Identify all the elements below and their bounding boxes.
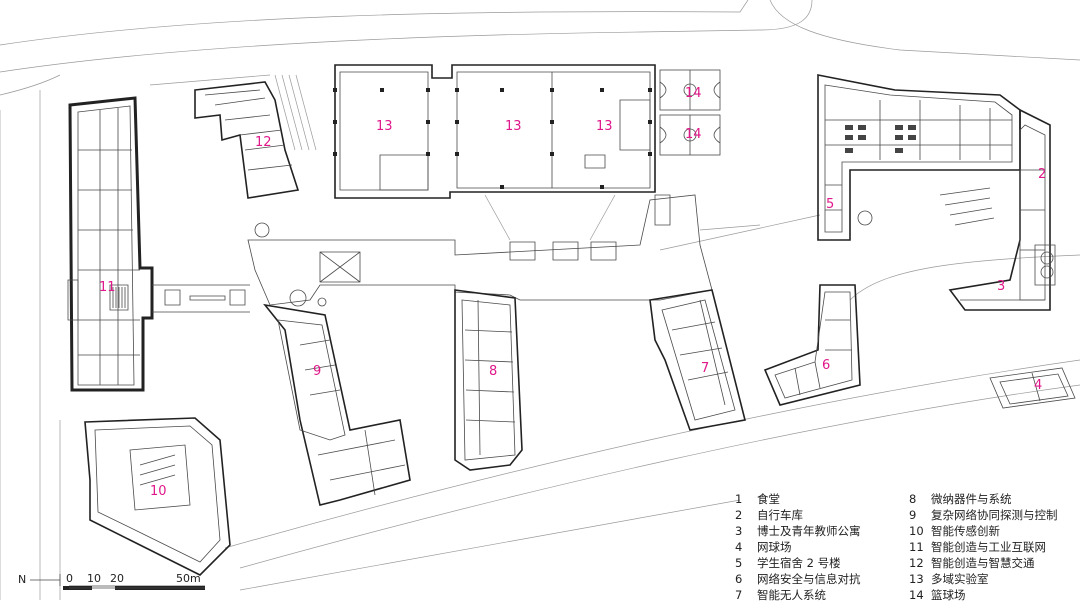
label-9: 9 <box>313 364 321 379</box>
label-8: 8 <box>489 364 497 379</box>
road-outline <box>149 74 271 86</box>
building-12 <box>194 81 300 199</box>
label-7: 7 <box>701 361 709 376</box>
parking-top <box>274 74 317 151</box>
road-outline <box>0 74 61 96</box>
label-12: 12 <box>255 135 272 150</box>
building-labels: 13 13 13 14 14 12 11 9 8 7 6 5 2 3 4 10 <box>99 86 1046 499</box>
label-14: 14 <box>685 127 702 142</box>
road-outline <box>0 0 813 73</box>
road-outline <box>849 254 1080 301</box>
building-1-5 <box>817 74 1021 241</box>
scale-tick-20: 20 <box>110 572 124 585</box>
scale-tick-0: 0 <box>66 572 73 585</box>
bridge-11 <box>152 284 250 313</box>
label-4: 4 <box>1034 378 1042 393</box>
road-outline <box>0 0 749 46</box>
building-2-3 <box>939 108 1056 311</box>
building-13 <box>333 64 656 199</box>
label-14: 14 <box>685 86 702 101</box>
building-10 <box>84 417 231 576</box>
tennis-court <box>989 367 1076 409</box>
road-outline <box>239 384 1080 569</box>
label-11: 11 <box>99 280 116 295</box>
basketball-courts <box>659 69 721 156</box>
label-3: 3 <box>997 279 1005 294</box>
label-5: 5 <box>826 197 834 212</box>
road-outline <box>239 499 741 591</box>
label-10: 10 <box>150 484 167 499</box>
label-13: 13 <box>376 119 393 134</box>
label-6: 6 <box>822 358 830 373</box>
central-podium <box>247 194 873 307</box>
building-9 <box>263 303 411 506</box>
north-label: N <box>18 573 27 586</box>
building-11 <box>67 96 154 392</box>
building-7 <box>649 289 746 431</box>
building-8 <box>454 289 523 471</box>
label-13: 13 <box>596 119 613 134</box>
scale-tick-10: 10 <box>87 572 101 585</box>
road-outline <box>769 0 1080 61</box>
road-outline <box>659 214 821 251</box>
building-6 <box>763 284 861 406</box>
label-2: 2 <box>1038 167 1046 182</box>
road-outline <box>224 359 1080 549</box>
label-13: 13 <box>505 119 522 134</box>
scale-bar <box>30 574 205 590</box>
scale-tick-50m: 50m <box>176 572 201 585</box>
